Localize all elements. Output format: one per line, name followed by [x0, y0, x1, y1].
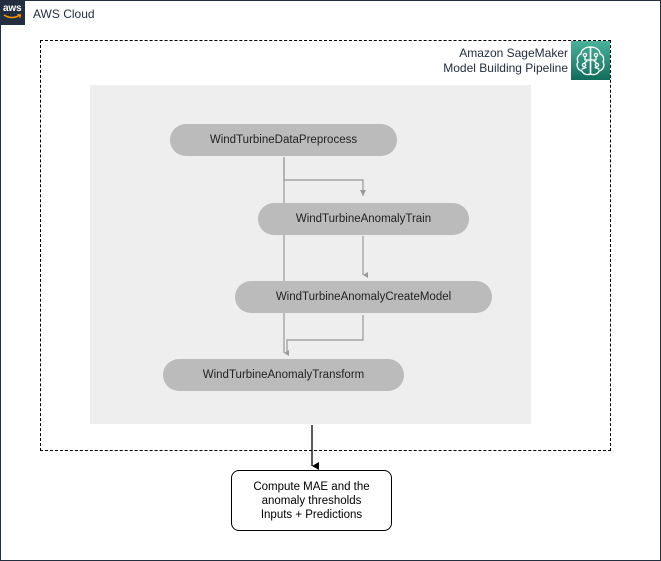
pipeline-label-line2: Model Building Pipeline: [443, 61, 568, 75]
output-compute-mae-box[interactable]: Compute MAE and the anomaly thresholds I…: [231, 470, 392, 531]
pipeline-label: Amazon SageMaker Model Building Pipeline: [443, 46, 568, 76]
aws-logo-text: aws: [3, 3, 22, 14]
pipeline-group: [40, 40, 611, 451]
output-line2: anomaly thresholds: [261, 494, 362, 507]
pipeline-label-line1: Amazon SageMaker: [459, 46, 568, 60]
step-anomaly-transform[interactable]: WindTurbineAnomalyTransform: [163, 359, 404, 391]
aws-logo-icon: aws: [0, 0, 25, 25]
step-anomaly-create-model[interactable]: WindTurbineAnomalyCreateModel: [235, 281, 492, 313]
step-data-preprocess[interactable]: WindTurbineDataPreprocess: [170, 124, 397, 156]
output-line1: Compute MAE and the: [253, 480, 370, 493]
edge-preprocess-to-train: [283, 157, 364, 196]
output-line3: Inputs + Predictions: [260, 508, 363, 521]
edge-preprocess-to-train-head: [360, 190, 366, 196]
edge-createmodel-to-transform: [286, 315, 364, 353]
step-anomaly-train[interactable]: WindTurbineAnomalyTrain: [258, 203, 469, 235]
sagemaker-brain-icon: [571, 41, 610, 80]
aws-cloud-label: AWS Cloud: [33, 7, 95, 21]
aws-smile-icon: [3, 14, 22, 19]
